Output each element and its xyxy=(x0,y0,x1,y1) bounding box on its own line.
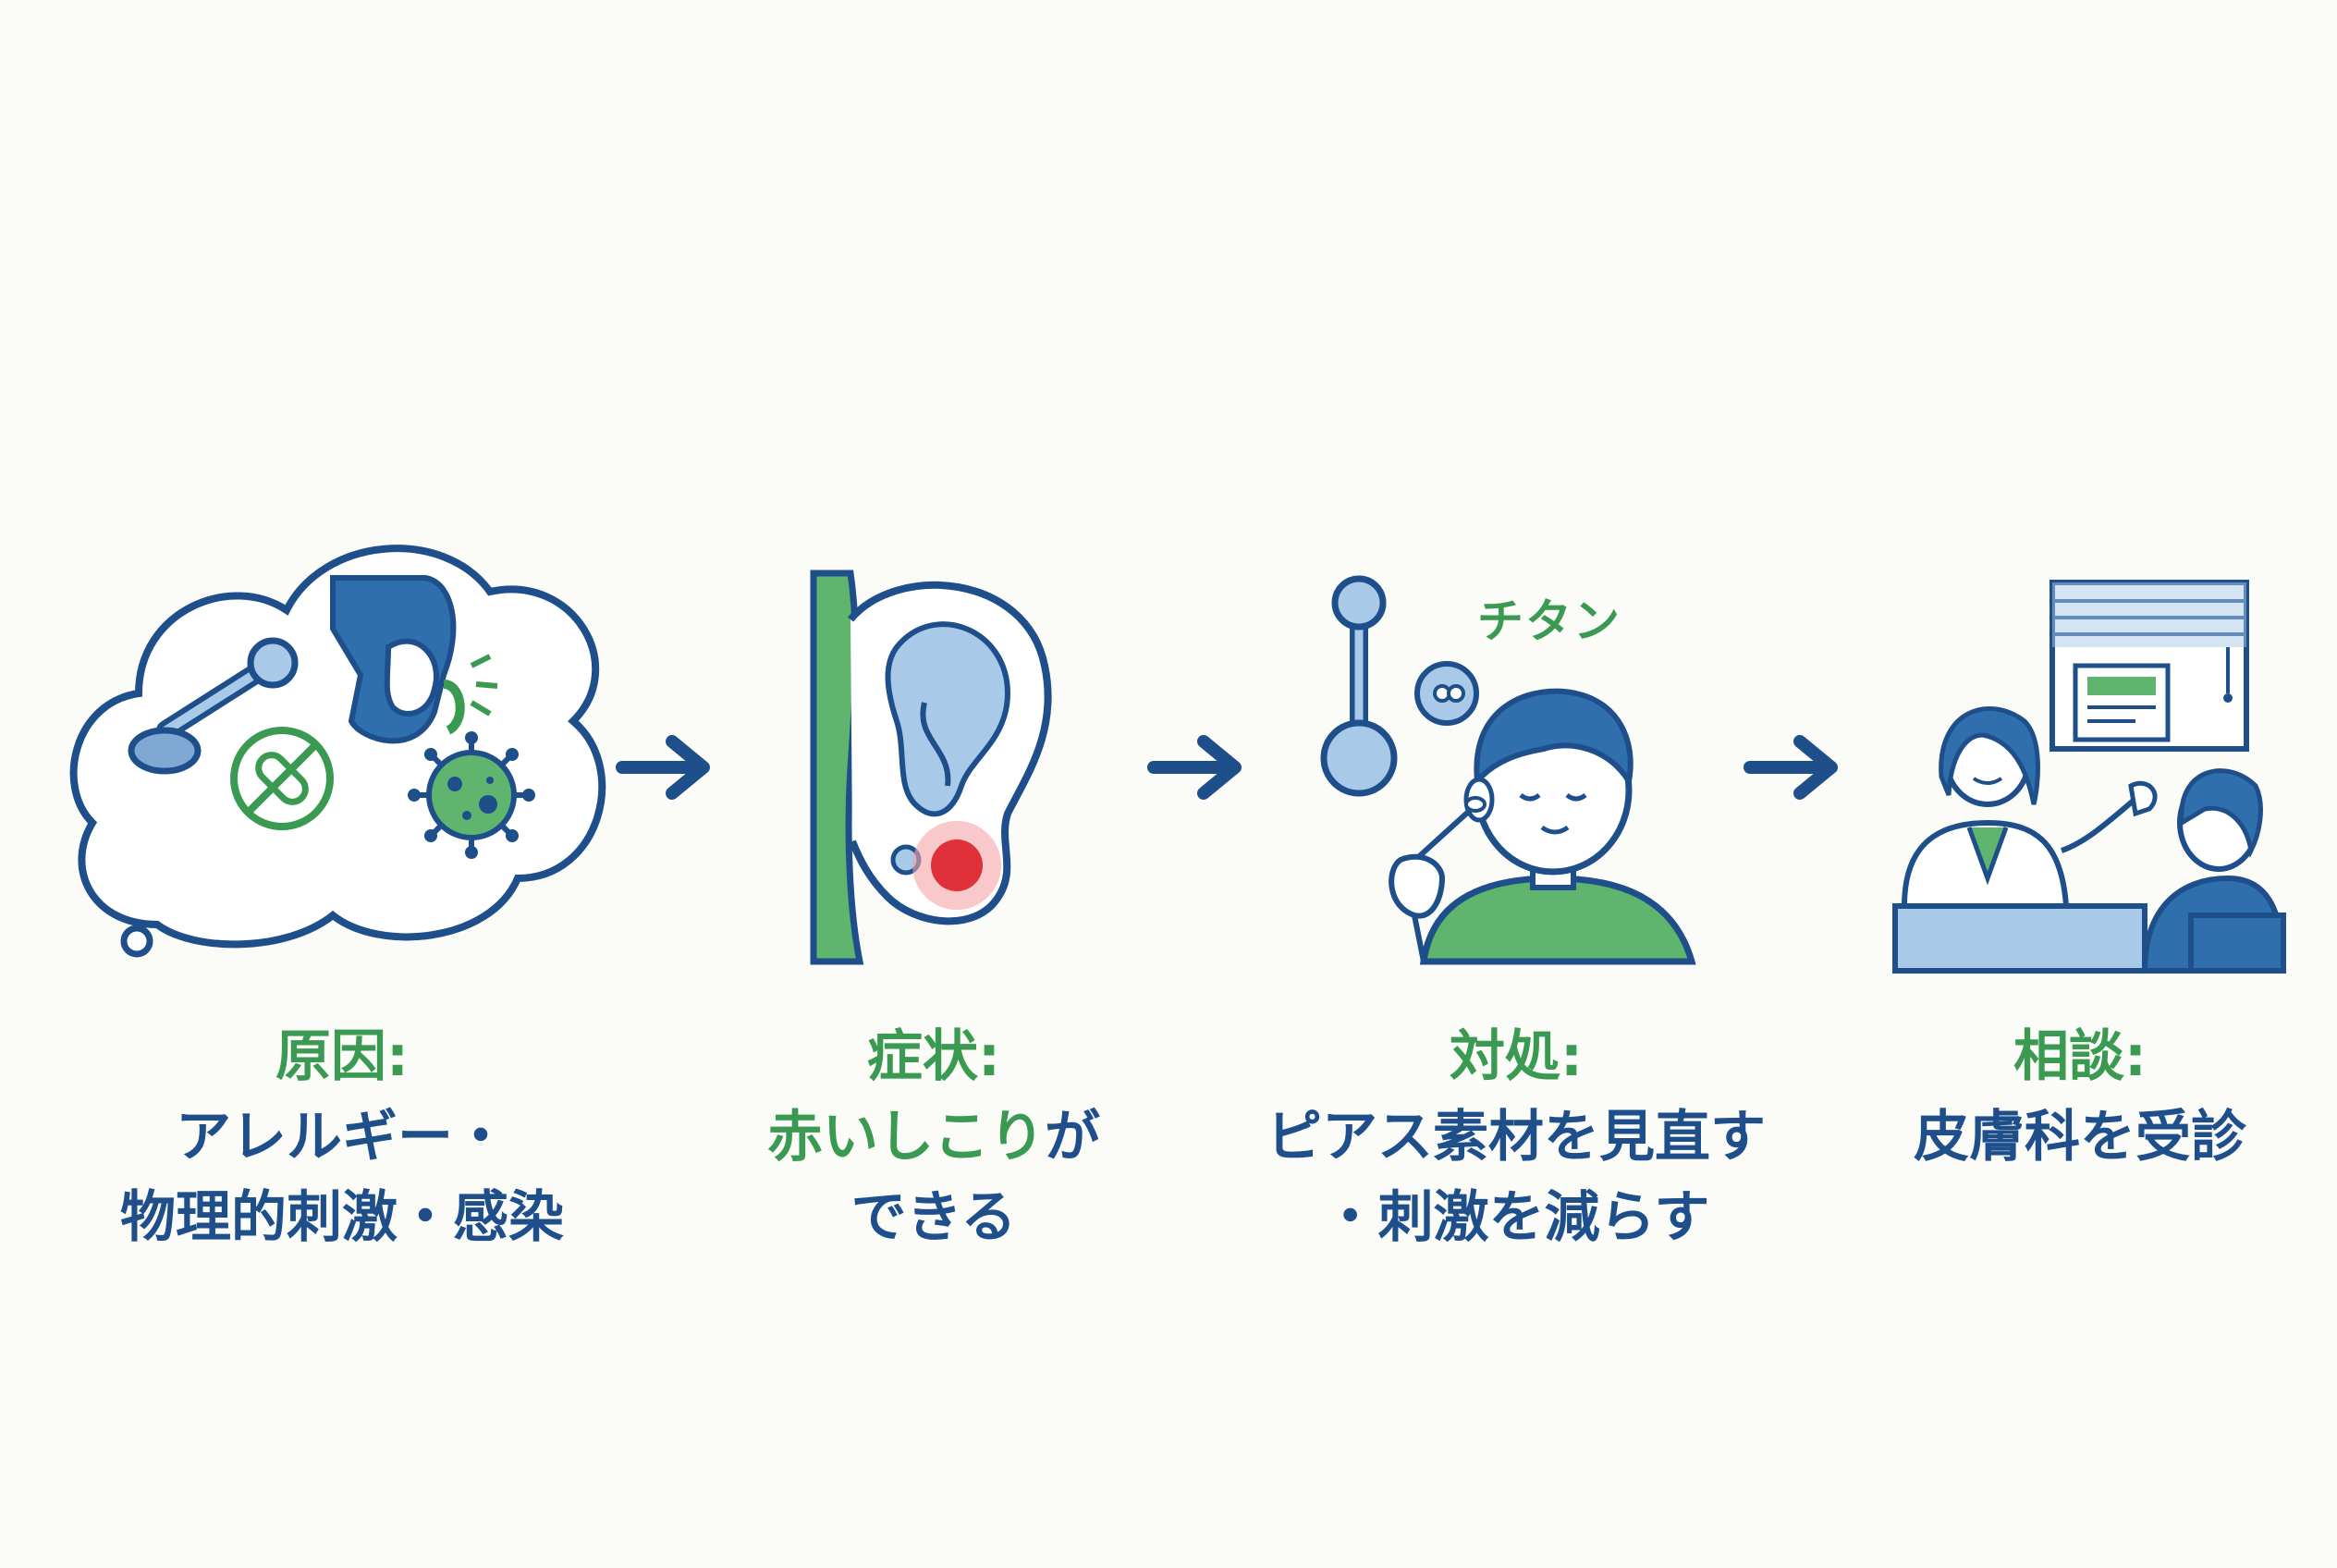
patient-figure xyxy=(2141,768,2287,974)
treatment-line: ピアス素材を見直す xyxy=(1266,1105,1766,1170)
treatment-caption: 対処: ピアス素材を見直す ・刺激を減らす xyxy=(1183,1017,1849,1258)
consult-line: 皮膚科を受診 xyxy=(1914,1105,2246,1170)
desk xyxy=(1892,903,2147,974)
person-hair xyxy=(1474,688,1633,790)
symptom-heading: 症状: xyxy=(867,1024,1000,1089)
ear-profile-icon xyxy=(330,575,498,744)
cause-line: アレルギー・ xyxy=(176,1105,508,1170)
symptom-line: 赤いしこりが xyxy=(666,1097,1202,1178)
treatment-heading: 対処: xyxy=(1450,1024,1583,1089)
prohibited-icon xyxy=(230,727,334,830)
cause-caption: 原因: アレルギー・ 物理的刺激・感染 xyxy=(37,1017,647,1258)
ear-inner xyxy=(885,621,1011,817)
symptom-caption: 症状: 赤いしこりが できる xyxy=(666,1017,1202,1258)
arrow-icon xyxy=(1744,735,1838,800)
symptom-line-rest: が xyxy=(1045,1105,1100,1170)
person-hand xyxy=(1389,853,1446,919)
person-body xyxy=(1419,875,1696,965)
arrow-icon xyxy=(1147,735,1242,800)
symptom-illustration xyxy=(810,570,1052,965)
symptom-line: できる xyxy=(850,1185,1017,1250)
consult-caption: 相談: 皮膚科を受診 xyxy=(1840,1017,2320,1178)
earring-badge-icon xyxy=(1414,661,1479,726)
red-lump xyxy=(931,839,983,891)
symptom-highlight: 赤いしこり xyxy=(767,1105,1045,1170)
medical-chart-icon xyxy=(2073,663,2171,742)
barbell-piercing-icon xyxy=(128,637,299,775)
treatment-line: ・刺激を減らす xyxy=(1322,1185,1710,1250)
consult-heading: 相談: xyxy=(2013,1024,2147,1089)
treatment-illustration xyxy=(1320,575,1696,965)
titanium-label: チタン xyxy=(1477,594,1621,648)
cause-line: 物理的刺激・感染 xyxy=(120,1185,564,1250)
arrow-icon xyxy=(616,735,710,800)
germ-icon xyxy=(408,731,535,859)
thought-bubble-small xyxy=(120,925,153,958)
doctor-figure xyxy=(1901,706,2158,909)
titanium-barbell-icon xyxy=(1320,575,1398,797)
consult-illustration xyxy=(1892,580,2287,974)
cause-illustration xyxy=(69,545,606,958)
cause-heading: 原因: xyxy=(275,1024,409,1089)
